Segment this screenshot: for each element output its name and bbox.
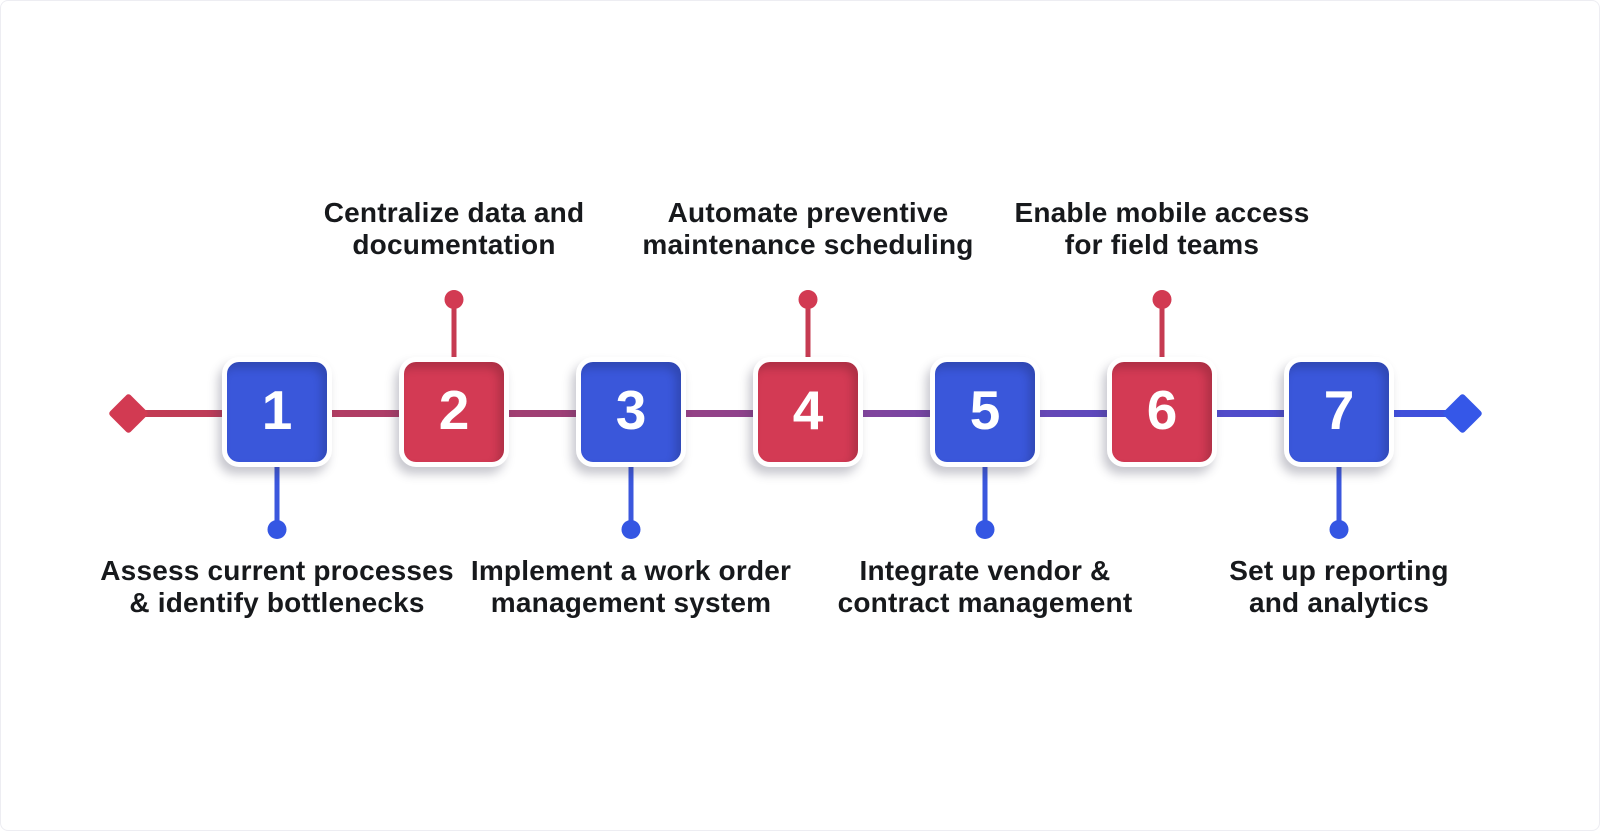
- step-5-label-line-1: Integrate vendor &: [859, 555, 1111, 586]
- step-4-number: 4: [792, 378, 824, 441]
- step-6-label: Enable mobile access for field teams: [892, 197, 1432, 261]
- step-6-label-line-2: for field teams: [1064, 229, 1260, 260]
- step-7-label-line-1: Set up reporting: [1229, 555, 1449, 586]
- step-7-label: Set up reporting and analytics: [1069, 555, 1599, 619]
- step-3-dot-icon: [621, 520, 641, 539]
- step-1-box: 1: [222, 357, 332, 467]
- step-5-label-line-2: contract management: [837, 587, 1133, 618]
- step-4-box: 4: [753, 357, 863, 467]
- step-3-box: 3: [576, 357, 686, 467]
- step-1-number: 1: [261, 378, 293, 441]
- step-5-dot-icon: [975, 520, 995, 539]
- step-2-number: 2: [438, 378, 470, 441]
- timeline-end-diamond-icon: [1441, 392, 1484, 435]
- step-3-label-line-1: Implement a work order: [470, 555, 792, 586]
- step-4-label-line-2: maintenance scheduling: [642, 229, 974, 260]
- step-7-box: 7: [1284, 357, 1394, 467]
- step-5-box: 5: [930, 357, 1040, 467]
- step-6-dot-icon: [1152, 290, 1172, 309]
- step-7-number: 7: [1323, 378, 1355, 441]
- timeline-start-diamond-icon: [107, 392, 150, 435]
- step-5-number: 5: [969, 378, 1001, 441]
- step-2-label: Centralize data and documentation: [184, 197, 724, 261]
- step-7-dot-icon: [1329, 520, 1349, 539]
- step-2-label-line-2: documentation: [352, 229, 556, 260]
- step-5-connector-line: [982, 413, 988, 529]
- step-3-number: 3: [615, 378, 647, 441]
- step-4-label: Automate preventive maintenance scheduli…: [538, 197, 1078, 261]
- step-4-label-line-1: Automate preventive: [667, 197, 949, 228]
- step-2-dot-icon: [444, 290, 464, 309]
- step-2-label-line-1: Centralize data and: [323, 197, 585, 228]
- step-6-box: 6: [1107, 357, 1217, 467]
- step-4-dot-icon: [798, 290, 818, 309]
- step-1-label: Assess current processes & identify bott…: [7, 555, 547, 619]
- step-3-label: Implement a work order management system: [361, 555, 901, 619]
- step-1-label-line-2: & identify bottlenecks: [129, 587, 425, 618]
- step-3-label-line-2: management system: [490, 587, 772, 618]
- step-6-label-line-1: Enable mobile access: [1014, 197, 1310, 228]
- step-7-label-line-2: and analytics: [1248, 587, 1429, 618]
- step-1-label-line-1: Assess current processes: [100, 555, 454, 586]
- step-6-number: 6: [1146, 378, 1178, 441]
- step-2-box: 2: [399, 357, 509, 467]
- step-1-connector-line: [274, 413, 280, 529]
- step-5-label: Integrate vendor & contract management: [715, 555, 1255, 619]
- step-1-dot-icon: [267, 520, 287, 539]
- step-7-connector-line: [1336, 413, 1342, 529]
- step-3-connector-line: [628, 413, 634, 529]
